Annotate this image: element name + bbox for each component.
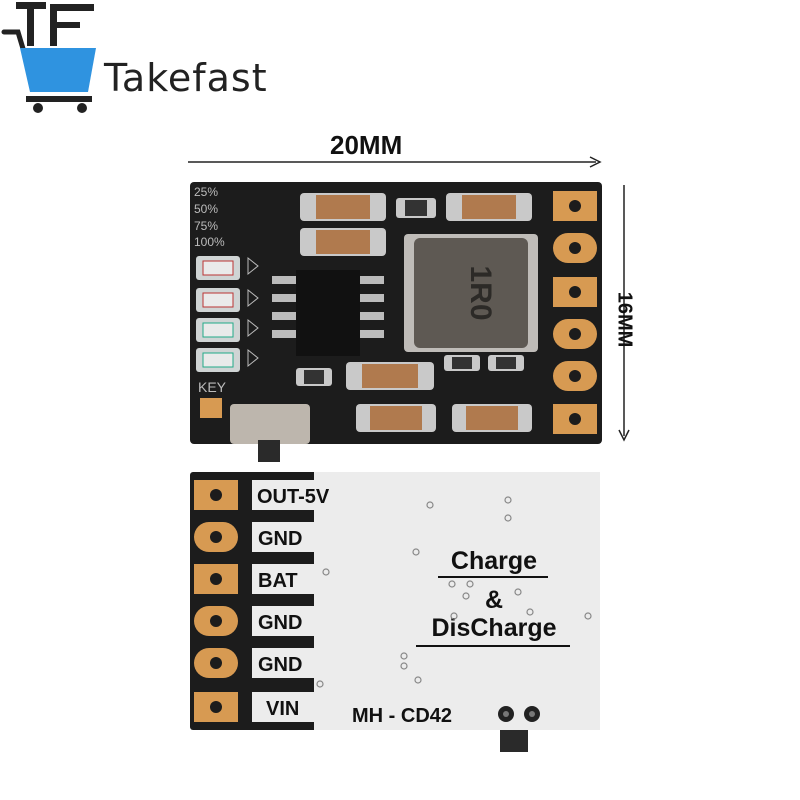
key-label: KEY xyxy=(198,379,227,395)
bottom-pads xyxy=(194,480,238,722)
takefast-logo xyxy=(1,2,96,113)
pin-label-gnd-2: GND xyxy=(258,612,302,634)
model-number: MH - CD42 xyxy=(352,705,452,727)
led-label-50: 50% xyxy=(194,202,218,216)
board-title-charge: Charge xyxy=(451,547,537,575)
board-title-discharge: DisCharge xyxy=(431,614,556,642)
inductor-marking: 1R0 xyxy=(464,265,497,320)
led-label-75: 75% xyxy=(194,219,218,233)
led-label-100: 100% xyxy=(194,235,225,249)
board-title-ampersand: & xyxy=(485,586,503,614)
ic-chip xyxy=(272,270,384,356)
pin-label-vin: VIN xyxy=(266,698,299,720)
pin-label-out-5v: OUT-5V xyxy=(257,486,330,508)
top-pads xyxy=(553,191,597,434)
brand-name: Takefast xyxy=(104,56,268,100)
width-dimension-label: 20MM xyxy=(330,130,403,160)
pin-label-bat: BAT xyxy=(258,570,298,592)
pin-label-gnd-3: GND xyxy=(258,654,302,676)
led-indicators xyxy=(196,256,259,372)
led-label-25: 25% xyxy=(194,185,218,199)
pin-label-gnd-1: GND xyxy=(258,528,302,550)
inductor: 1R0 xyxy=(404,234,538,352)
